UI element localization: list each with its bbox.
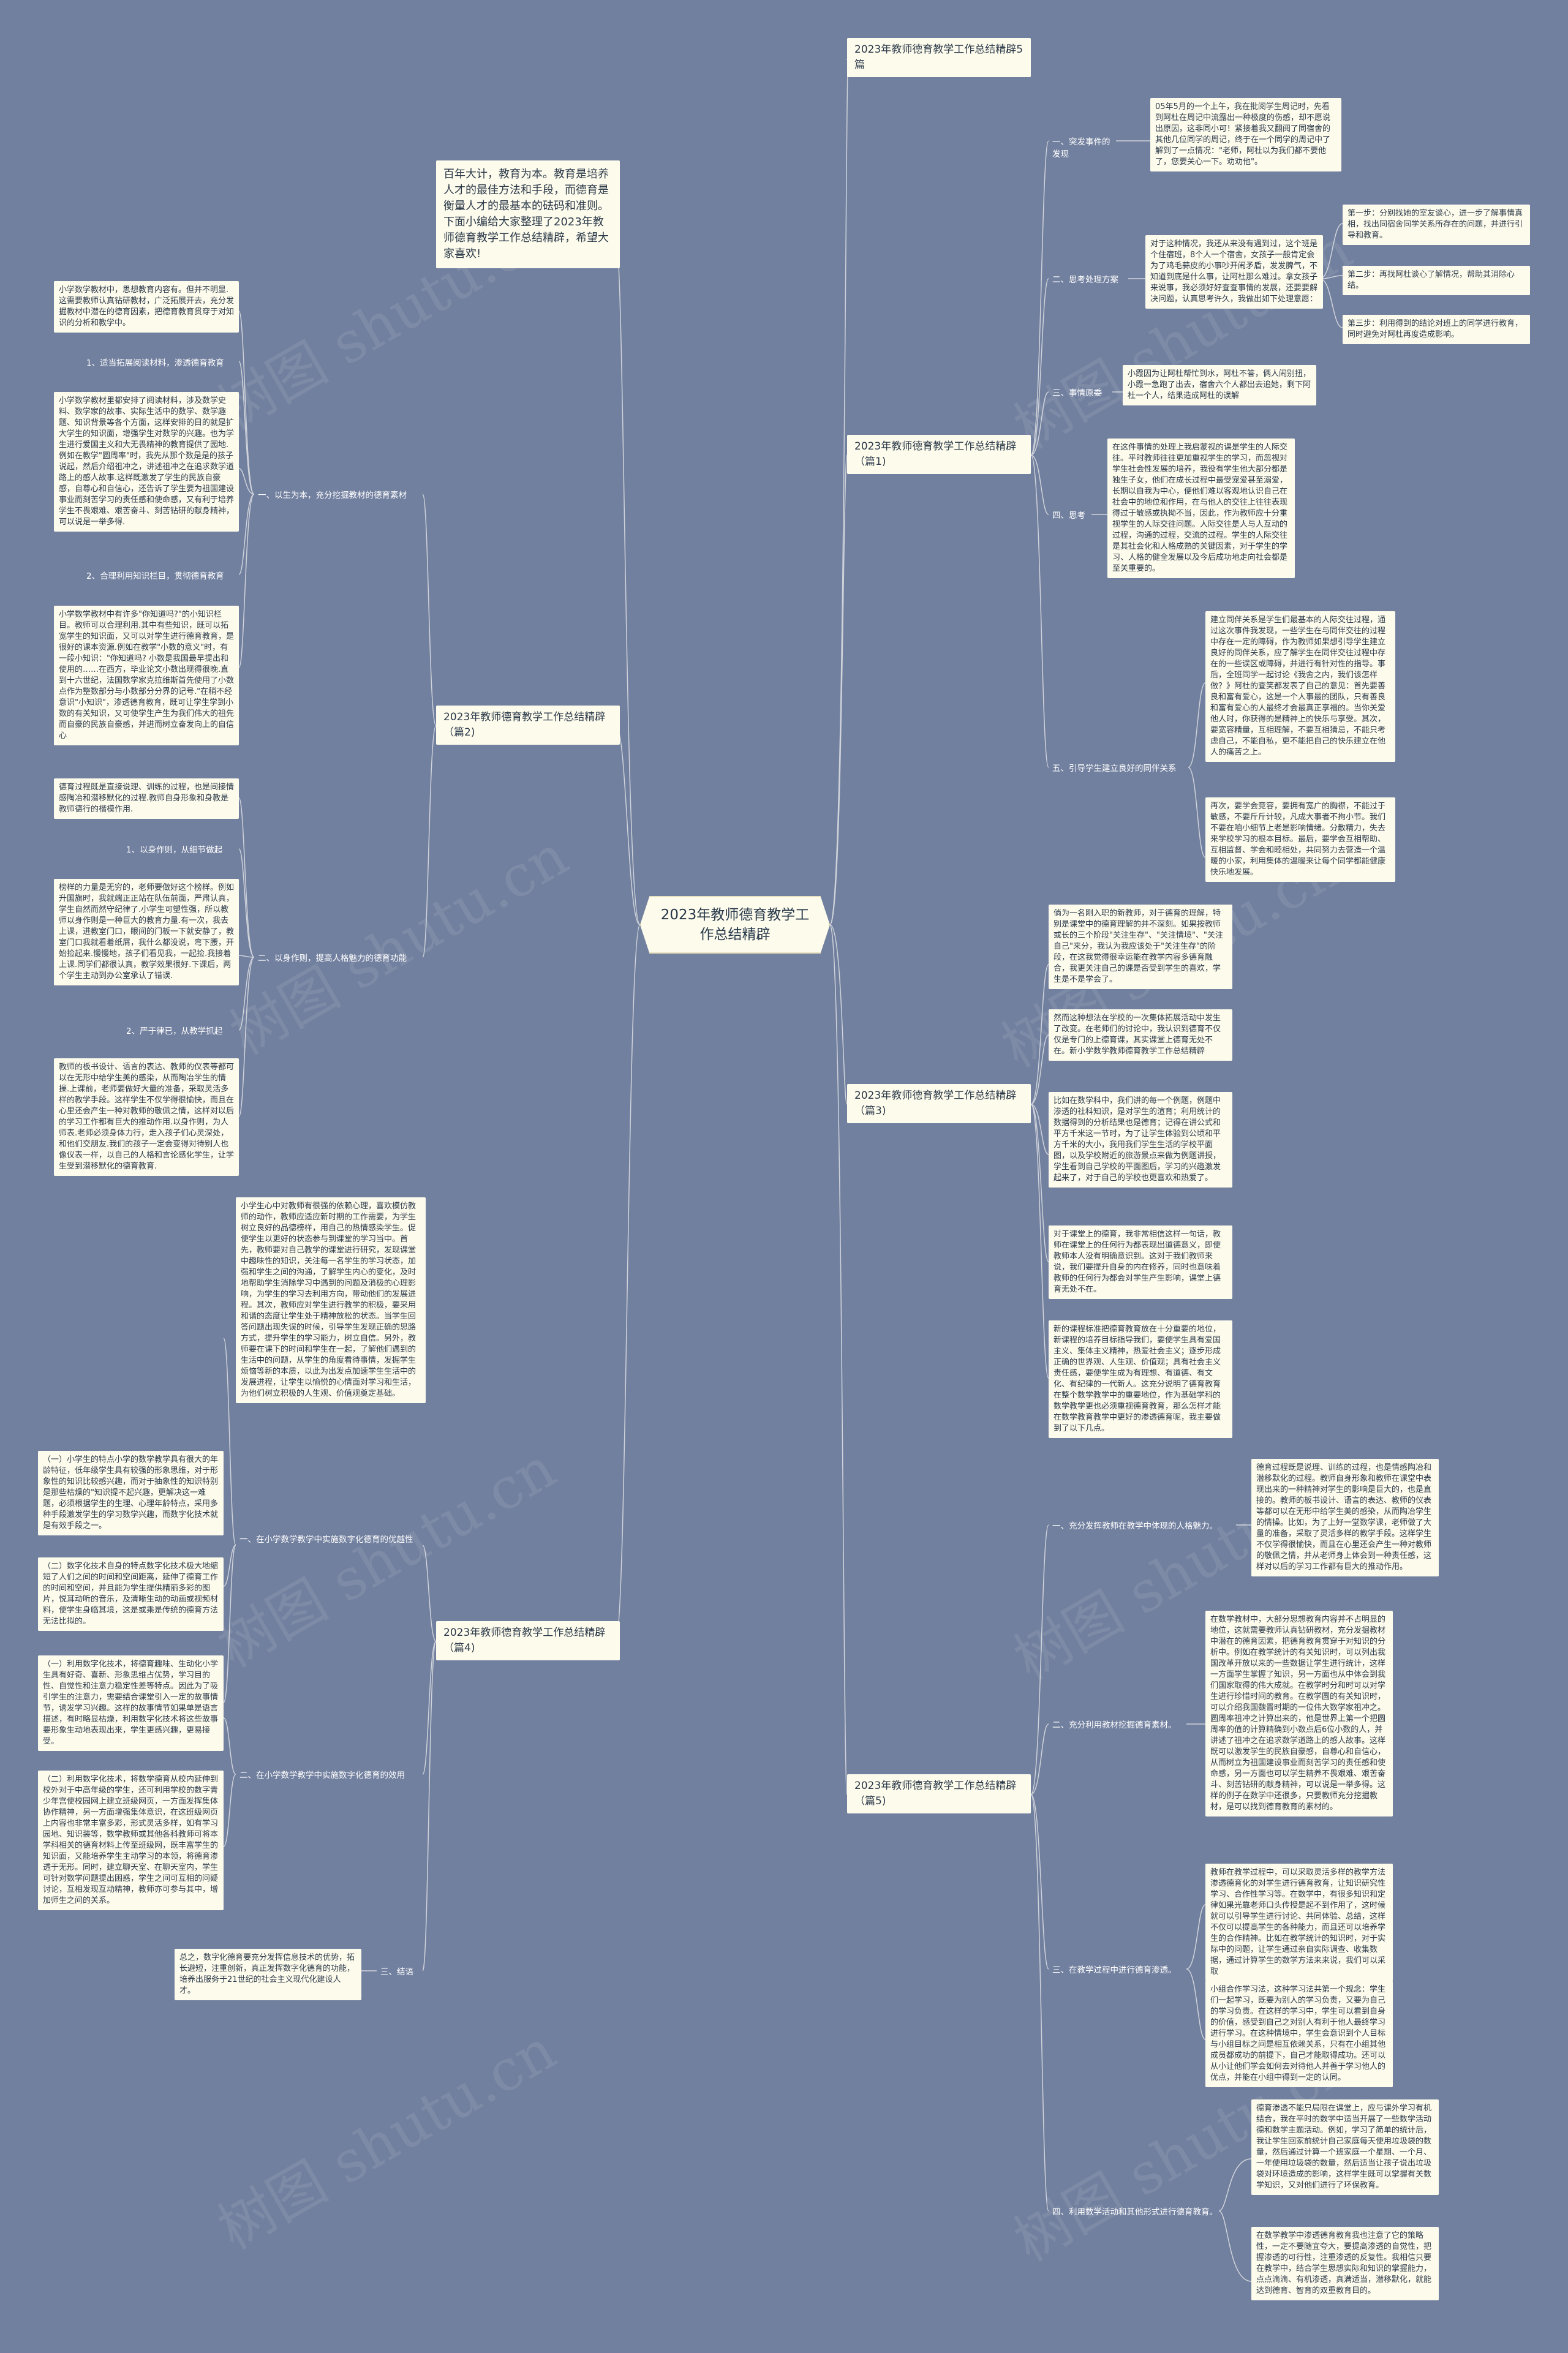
p4-label-advantages[interactable]: 一、在小学数学教学中实施数字化德育的优越性 — [239, 1535, 413, 1545]
p2-label-charisma[interactable]: 二、以身作则，提高人格魅力的德育功能 — [258, 954, 407, 963]
p1-label-cause[interactable]: 三、事情原委 — [1052, 388, 1102, 398]
p1-label-peers[interactable]: 五、引导学生建立良好的同伴关系 — [1052, 764, 1177, 774]
p2-text-moral: 德育过程既是直接说理、训练的过程，也是间接情感陶冶和潜移默化的过程.教师自身形象… — [54, 778, 239, 819]
p5-text-process-b: 小组合作学习法，这种学习法共第一个规念：学生们一起学习，既要为别人的学习负责，又… — [1205, 1981, 1393, 2087]
intro-note: 百年大计，教育为本。教育是培养人才的最佳方法和手段，而德育是衡量人才的最基本的砝… — [436, 160, 620, 268]
p5-text-charisma: 德育过程既是说理、训练的过程，也是情感陶冶和潜移默化的过程。教师自身形象和教师在… — [1251, 1459, 1439, 1576]
p2-text-reading: 小学数学教材里都安排了阅读材料，涉及数学史料、数学家的故事、实际生活中的数学、数… — [54, 392, 239, 532]
p3-text-3: 比如在数学科中，我们讲的每一个例题，例题中渗透的社科知识，是对学生的渲育；利用统… — [1049, 1092, 1232, 1188]
p1-label-discovery[interactable]: 一、突发事件的发现 — [1052, 137, 1110, 159]
p5-label-activities[interactable]: 四、利用数学活动和其他形式进行德育教育。 — [1052, 2207, 1218, 2217]
p4-label-effects[interactable]: 二、在小学数学教学中实施数字化德育的效用 — [239, 1771, 405, 1780]
p2-text-columns: 小学数学教材中有许多"你知道吗?"的小知识栏目。教师可以合理利用.其中有些知识，… — [54, 606, 239, 745]
p4-label-conclusion[interactable]: 三、结语 — [380, 1967, 413, 1977]
p1-text-peers-b: 再次，要学会竞容，要拥有宽广的胸襟，不能过于敏感，不要斤斤计较，凡成大事者不拘小… — [1205, 797, 1395, 882]
p2-label-reading[interactable]: 1、适当拓展阅读材料，渗透德育教育 — [86, 358, 224, 368]
p5-text-activities-b: 在数学教学中渗透德育教育我也注意了它的策略性，一定不要随宜夸大，要提高渗透的自觉… — [1251, 2227, 1439, 2300]
p4-text-students: （一）小学生的特点小学的数学教学具有很大的年龄特征，低年级学生具有较强的形象思维… — [38, 1451, 224, 1535]
p1-text-cause: 小霞因为让阿杜帮忙到水，阿杜不答，俩人闹别扭，小霞一急跑了出去，宿舍六个人都出去… — [1123, 365, 1316, 405]
p2-label-materials[interactable]: 一、以生为本，充分挖掘教材的德育素材 — [258, 491, 407, 500]
p2-label-columns[interactable]: 2、合理利用知识栏目，贯彻德育教育 — [86, 571, 224, 581]
p1-label-reflection[interactable]: 四、思考 — [1052, 511, 1085, 521]
p3-text-4: 对于课堂上的德育，我非常相信这样一句话，教师在课堂上的任何行为都表现出道德意义，… — [1049, 1225, 1232, 1299]
p2-text-example: 榜样的力量是无穷的，老师要做好这个榜样。例如升国旗时，我就端正正站在队伍前面，严… — [54, 879, 239, 985]
p2-label-discipline[interactable]: 2、严于律已，从教学抓起 — [126, 1026, 223, 1036]
p4-text-extend: （二）利用数字化技术，将数学德育从校内延伸到校外对于中高年级的学生，还可利用学校… — [38, 1771, 224, 1910]
p3-text-1: 倘为一名刚入职的新教师，对于德育的理解，特别是课堂中的德育理解的并不深刻。如果按… — [1049, 905, 1232, 989]
section-part5[interactable]: 2023年教师德育教学工作总结精辟（篇5) — [847, 1774, 1031, 1813]
section-part3[interactable]: 2023年教师德育教学工作总结精辟（篇3) — [847, 1084, 1031, 1123]
p5-label-charisma[interactable]: 一、充分发挥教师在教学中体现的人格魅力。 — [1052, 1521, 1218, 1531]
p4-text-teacher: 小学生心中对教师有很强的依赖心理，喜欢模仿教师的动作，教师应适应新时期的工作需要… — [236, 1197, 426, 1403]
p2-label-example[interactable]: 1、以身作则，从细节做起 — [126, 845, 223, 855]
p3-text-2: 然而这种想法在学校的一次集体拓展活动中发生了改变。在老师们的讨论中，我认识到德育… — [1049, 1009, 1232, 1061]
p4-text-digital: （二）数字化技术自身的特点数字化技术极大地缩短了人们之间的时间和空间距离，延伸了… — [38, 1557, 224, 1631]
p2-text-discipline: 教师的板书设计、语言的表达、教师的仪表等都可以在无形中给学生美的感染，从而陶冶学… — [54, 1058, 239, 1176]
section-part4[interactable]: 2023年教师德育教学工作总结精辟（篇4) — [436, 1621, 620, 1660]
p2-text-intro: 小学数学教材中，思想教育内容有。但并不明显.这需要教师认真钻研教材，广泛拓展开去… — [54, 281, 239, 333]
root-topic[interactable]: 2023年教师德育教学工作总结精辟 — [640, 896, 830, 954]
p1-step2: 第二步：再找阿杜谈心了解情况，帮助其消除心结。 — [1343, 266, 1530, 295]
p1-text-plan: 对于这种情况，我还从来没有遇到过，这个班是个住宿班，8个人一个宿舍，女孩子一般肯… — [1145, 235, 1323, 309]
p1-step3: 第三步：利用得到的结论对班上的同学进行教育，同时避免对阿杜再度造成影响。 — [1343, 315, 1530, 344]
p5-label-process[interactable]: 三、在教学过程中进行德育渗透。 — [1052, 1965, 1177, 1975]
section-overview[interactable]: 2023年教师德育教学工作总结精辟5篇 — [847, 38, 1031, 77]
p1-text-peers-a: 建立同伴关系是学生们最基本的人际交往过程，通过这次事件我发现，一些学生在与同伴交… — [1205, 611, 1395, 762]
p4-text-vivid: （一）利用数字化技术，将德育趣味、生动化小学生具有好奇、喜新、形象思维占优势，学… — [38, 1655, 224, 1751]
p3-text-5: 新的课程标准把德育教育放在十分重要的地位，新课程的培养目标指导我们，要使学生具有… — [1049, 1320, 1232, 1438]
p1-text-reflection: 在这件事情的处理上我启蒙视的课是学生的人际交往。平时教师往往更加重视学生的学习，… — [1107, 439, 1295, 578]
p5-text-activities-a: 德育渗透不能只局限在课堂上，应与课外学习有机结合，我在平时的数学中适当开展了一些… — [1251, 2099, 1439, 2195]
p5-text-process-a: 教师在教学过程中，可以采取灵活多样的教学方法渗透德育化的对学生进行德育教育，让知… — [1205, 1864, 1393, 1981]
section-part1[interactable]: 2023年教师德育教学工作总结精辟（篇1) — [847, 435, 1031, 474]
p4-text-conclusion: 总之，数字化德育要充分发挥信息技术的优势，拓长避短，注重创新，真正发挥数字化德育… — [175, 1949, 361, 2000]
p1-text-discovery: 05年5月的一个上午，我在批阅学生周记时，先看到阿杜在周记中流露出一种极度的伤感… — [1150, 98, 1341, 171]
section-part2[interactable]: 2023年教师德育教学工作总结精辟（篇2) — [436, 706, 620, 745]
p5-label-materials[interactable]: 二、充分利用教材挖掘德育素材。 — [1052, 1720, 1177, 1730]
p5-text-materials: 在数学教材中，大部分思想教育内容并不占明显的地位，这就需要教师认真钻研教材，充分… — [1205, 1611, 1393, 1817]
p1-label-plan[interactable]: 二、思考处理方案 — [1052, 275, 1118, 285]
p1-step1: 第一步：分别找她的室友谈心，进一步了解事情真相，找出同宿舍同学关系所存在的问题，… — [1343, 205, 1530, 245]
